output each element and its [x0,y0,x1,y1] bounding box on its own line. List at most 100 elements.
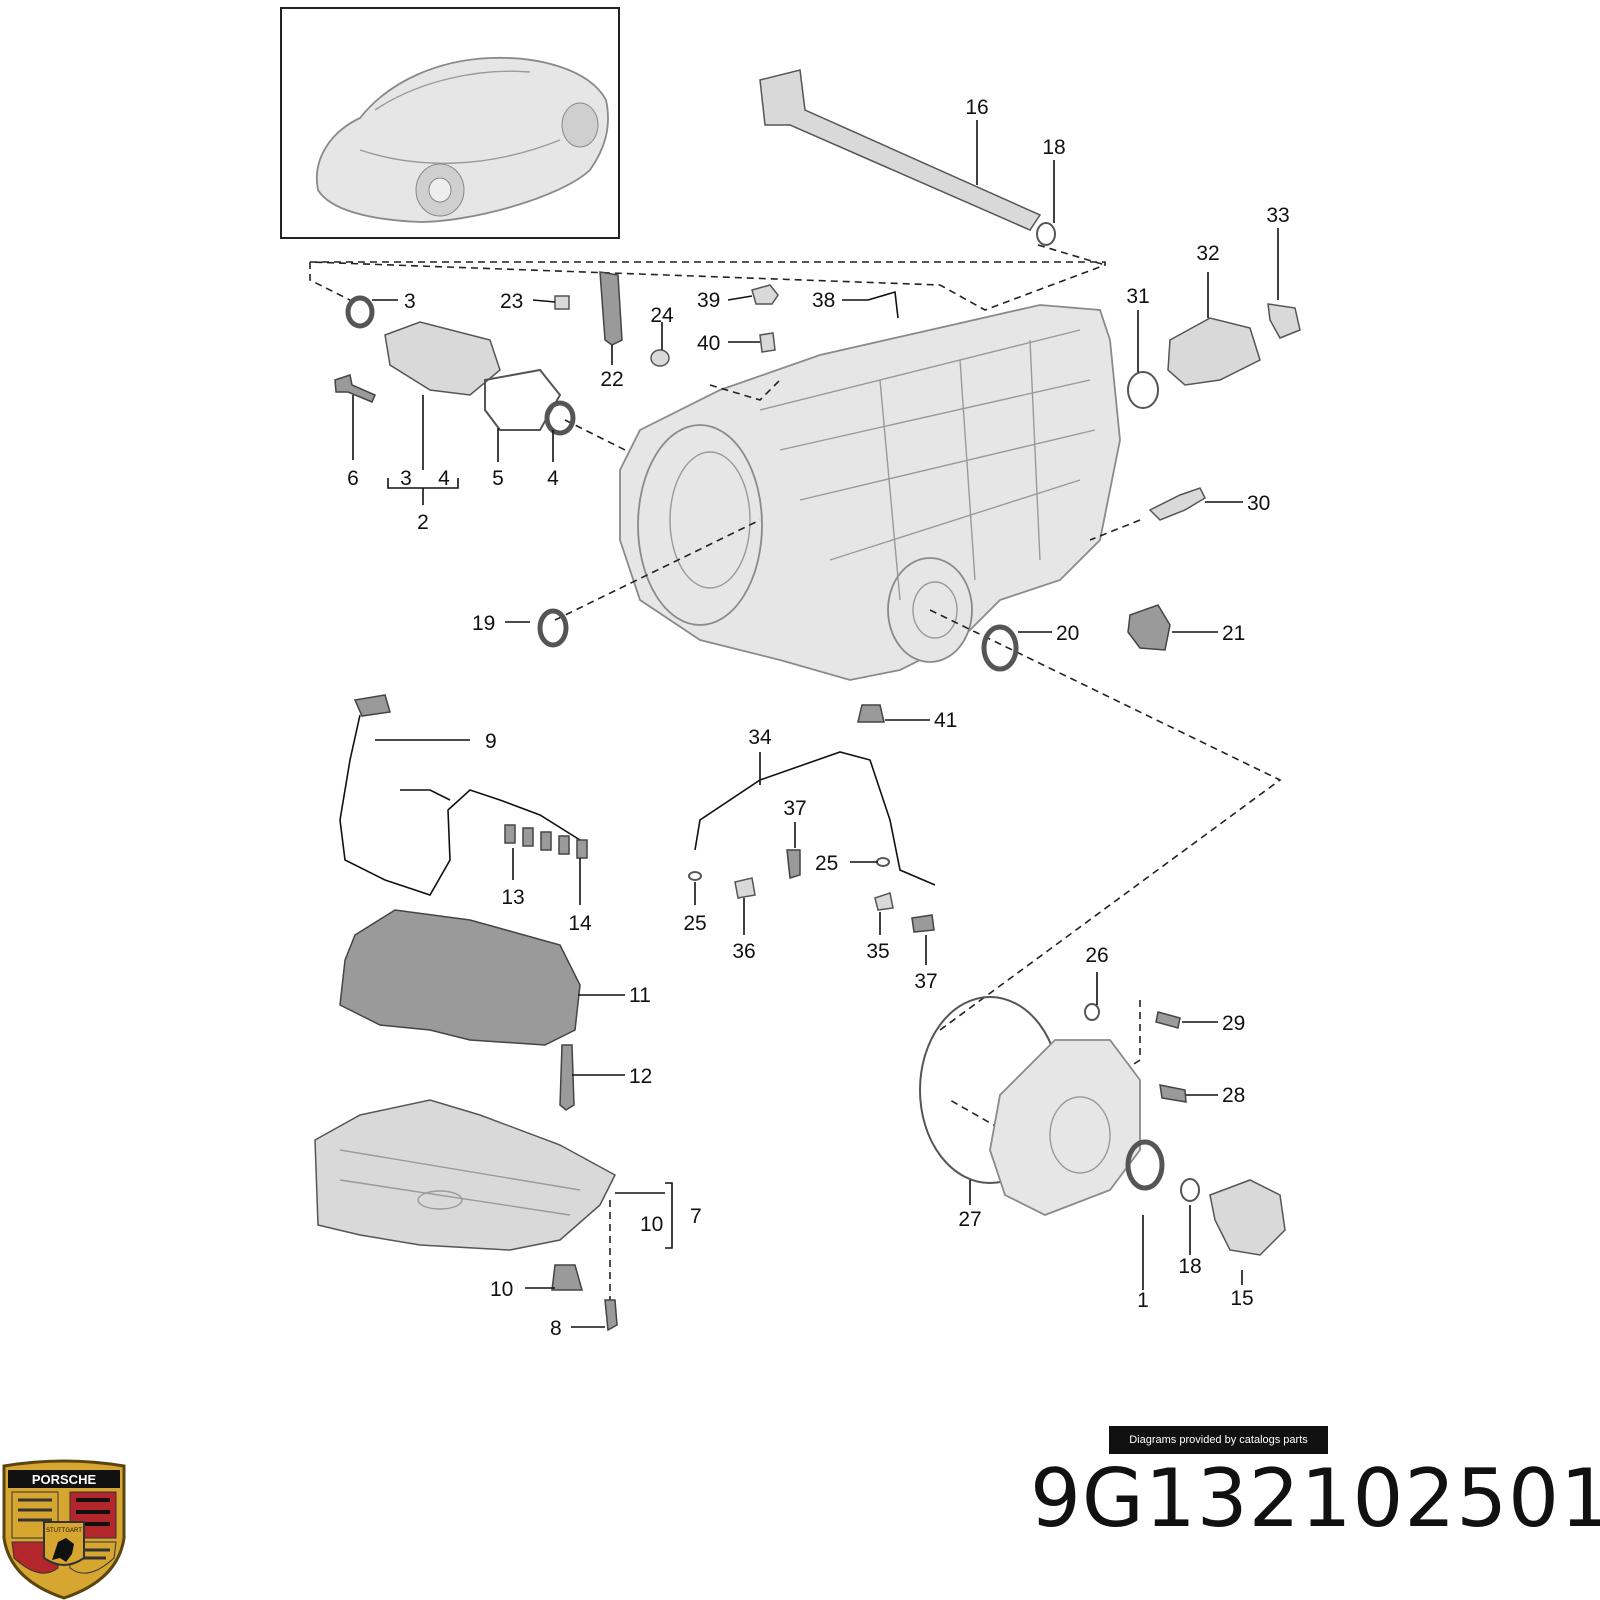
part-3-seal [345,295,375,329]
callout-31: 31 [1126,285,1149,308]
part-25-washer [876,857,890,867]
callout-5: 5 [492,467,504,490]
callout-14: 14 [568,912,592,935]
part-38-hose [867,290,899,319]
callout-37b: 37 [914,970,937,993]
callout-8: 8 [550,1317,562,1340]
callout-38: 38 [812,289,835,312]
callout-16: 16 [965,96,988,119]
part-6-bolt [334,374,376,403]
part-33-seal [1267,303,1301,339]
callout-36: 36 [732,940,755,963]
part-number: 9G132102501 [1030,1452,1600,1545]
callout-10b: 10 [640,1213,663,1236]
callout-4b: 4 [438,467,450,490]
part-19-seal [537,608,569,648]
callout-26: 26 [1085,944,1108,967]
part-21-mount [1127,604,1171,651]
vehicle-inset [280,7,620,239]
part-23-plug [554,295,570,310]
part-39-cap [751,284,779,305]
callout-15: 15 [1230,1287,1253,1310]
callout-28: 28 [1222,1084,1245,1107]
crest-wordmark: PORSCHE [32,1472,97,1487]
part-24-nut [650,349,670,367]
callout-1: 1 [1137,1289,1149,1312]
guide-line [309,261,1106,311]
part-35-clip [874,892,894,911]
callout-3: 3 [404,290,416,313]
part-37-bolt [911,914,935,933]
part-1-seal [1125,1139,1165,1191]
part-28-bolt [1159,1084,1187,1103]
callout-34: 34 [748,726,772,749]
guide-line [309,262,351,301]
part-22-bracket [599,271,623,346]
part-2-flange [384,321,501,396]
part-29-pin [1155,1011,1181,1029]
callout-32: 32 [1196,242,1219,265]
callout-9: 9 [485,730,497,753]
crest-city: STUTTGART [46,1528,82,1534]
part-18-oring [1036,222,1056,246]
part-32-adapter [1167,317,1261,386]
callout-27: 27 [958,1208,981,1231]
callout-25: 25 [815,852,838,875]
callout-29: 29 [1222,1012,1245,1035]
callout-23: 23 [500,290,523,313]
callout-2: 2 [417,511,429,534]
part-30-sensor [1148,487,1206,521]
callout-18b: 18 [1178,1255,1201,1278]
part-20-seal [981,624,1019,672]
part-34-oil-pipe [694,751,936,886]
part-5-gasket [484,368,562,431]
part-18-oring [1180,1178,1200,1202]
guide-line [1089,519,1141,541]
part-37-bolt [786,849,801,879]
part-14-solenoid-row [504,824,588,859]
part-4-seal [544,400,576,436]
part-31-oring [1127,371,1159,409]
part-11-valve-body [339,909,581,1046]
callout-37: 37 [783,797,806,820]
part-16-shaft [759,69,1042,231]
callout-11: 11 [629,984,651,1007]
guide-line [1124,1000,1141,1071]
callout-22: 22 [600,368,623,391]
part-41-plug [857,704,885,723]
callout-39: 39 [697,289,720,312]
callout-25b: 25 [683,912,706,935]
leader-lines [352,120,1279,1328]
callout-24: 24 [650,304,674,327]
guide-line [554,519,761,621]
part-36-clip [734,877,756,899]
porsche-crest-logo: PORSCHE STUTTGART [2,1459,126,1600]
callout-40: 40 [697,332,720,355]
callout-6: 6 [347,467,359,490]
callout-3b: 3 [400,467,412,490]
callout-21: 21 [1222,622,1245,645]
guide-line [929,609,1282,1031]
callout-labels: 16 18 33 32 31 3 23 39 38 24 40 22 6 3 4… [347,96,1290,1340]
part-9-wiring-harness [339,694,581,896]
callout-7: 7 [690,1205,702,1228]
part-25-washer [688,871,702,881]
callout-4: 4 [547,467,559,490]
callout-18: 18 [1042,136,1065,159]
part-7-oil-pan [314,1099,616,1251]
callout-13: 13 [501,886,524,909]
callout-19: 19 [472,612,495,635]
part-8-bolt [604,1299,618,1332]
part-12-bolt [559,1044,575,1111]
diagram-credit: Diagrams provided by catalogs parts [1109,1426,1328,1454]
callout-41: 41 [934,709,957,732]
callout-10: 10 [490,1278,513,1301]
callout-12: 12 [629,1065,652,1088]
guide-line [709,379,781,401]
callout-30: 30 [1247,492,1270,515]
callout-35: 35 [866,940,889,963]
part-40-valve [759,332,776,353]
part-15-flange [1209,1179,1286,1256]
part-10-drain-plug [551,1264,583,1291]
